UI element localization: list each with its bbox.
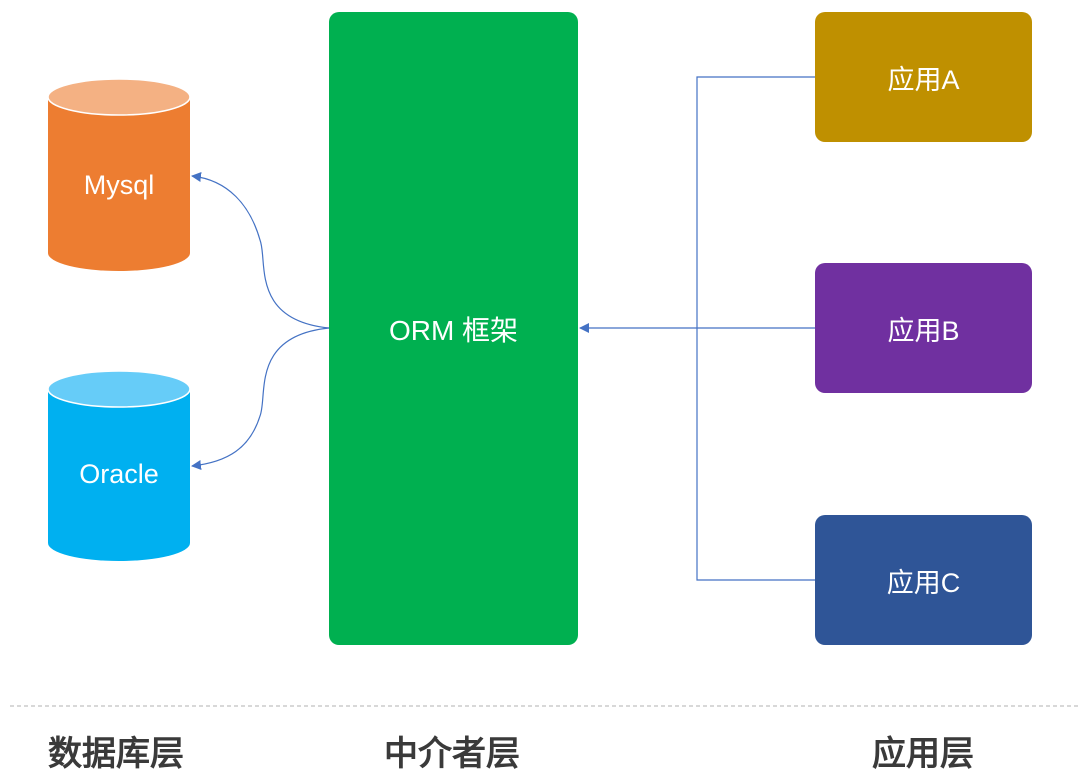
orm-to-oracle-arrow — [191, 327, 330, 470]
app-a-connector — [696, 76, 815, 328]
orm-framework-box: ORM 框架 — [329, 12, 578, 645]
app-a-box: 应用A — [815, 12, 1032, 142]
mysql-cylinder — [47, 78, 191, 271]
app-b-label: 应用B — [887, 315, 960, 346]
oracle-label: Oracle — [79, 459, 159, 489]
middle-layer-label: 中介者层 — [384, 734, 520, 774]
mysql-label: Mysql — [83, 170, 155, 200]
orm-to-mysql-arrow — [191, 172, 330, 329]
orm-framework-label: ORM 框架 — [388, 314, 519, 346]
app-b-box: 应用B — [815, 263, 1032, 393]
oracle-cylinder — [47, 370, 191, 561]
application-layer-label: 应用层 — [872, 734, 974, 774]
app-c-box: 应用C — [815, 515, 1032, 645]
app-a-label: 应用A — [887, 64, 960, 95]
database-layer-label: 数据库层 — [48, 734, 184, 774]
app-c-label: 应用C — [886, 567, 961, 598]
app-c-connector — [696, 328, 815, 581]
